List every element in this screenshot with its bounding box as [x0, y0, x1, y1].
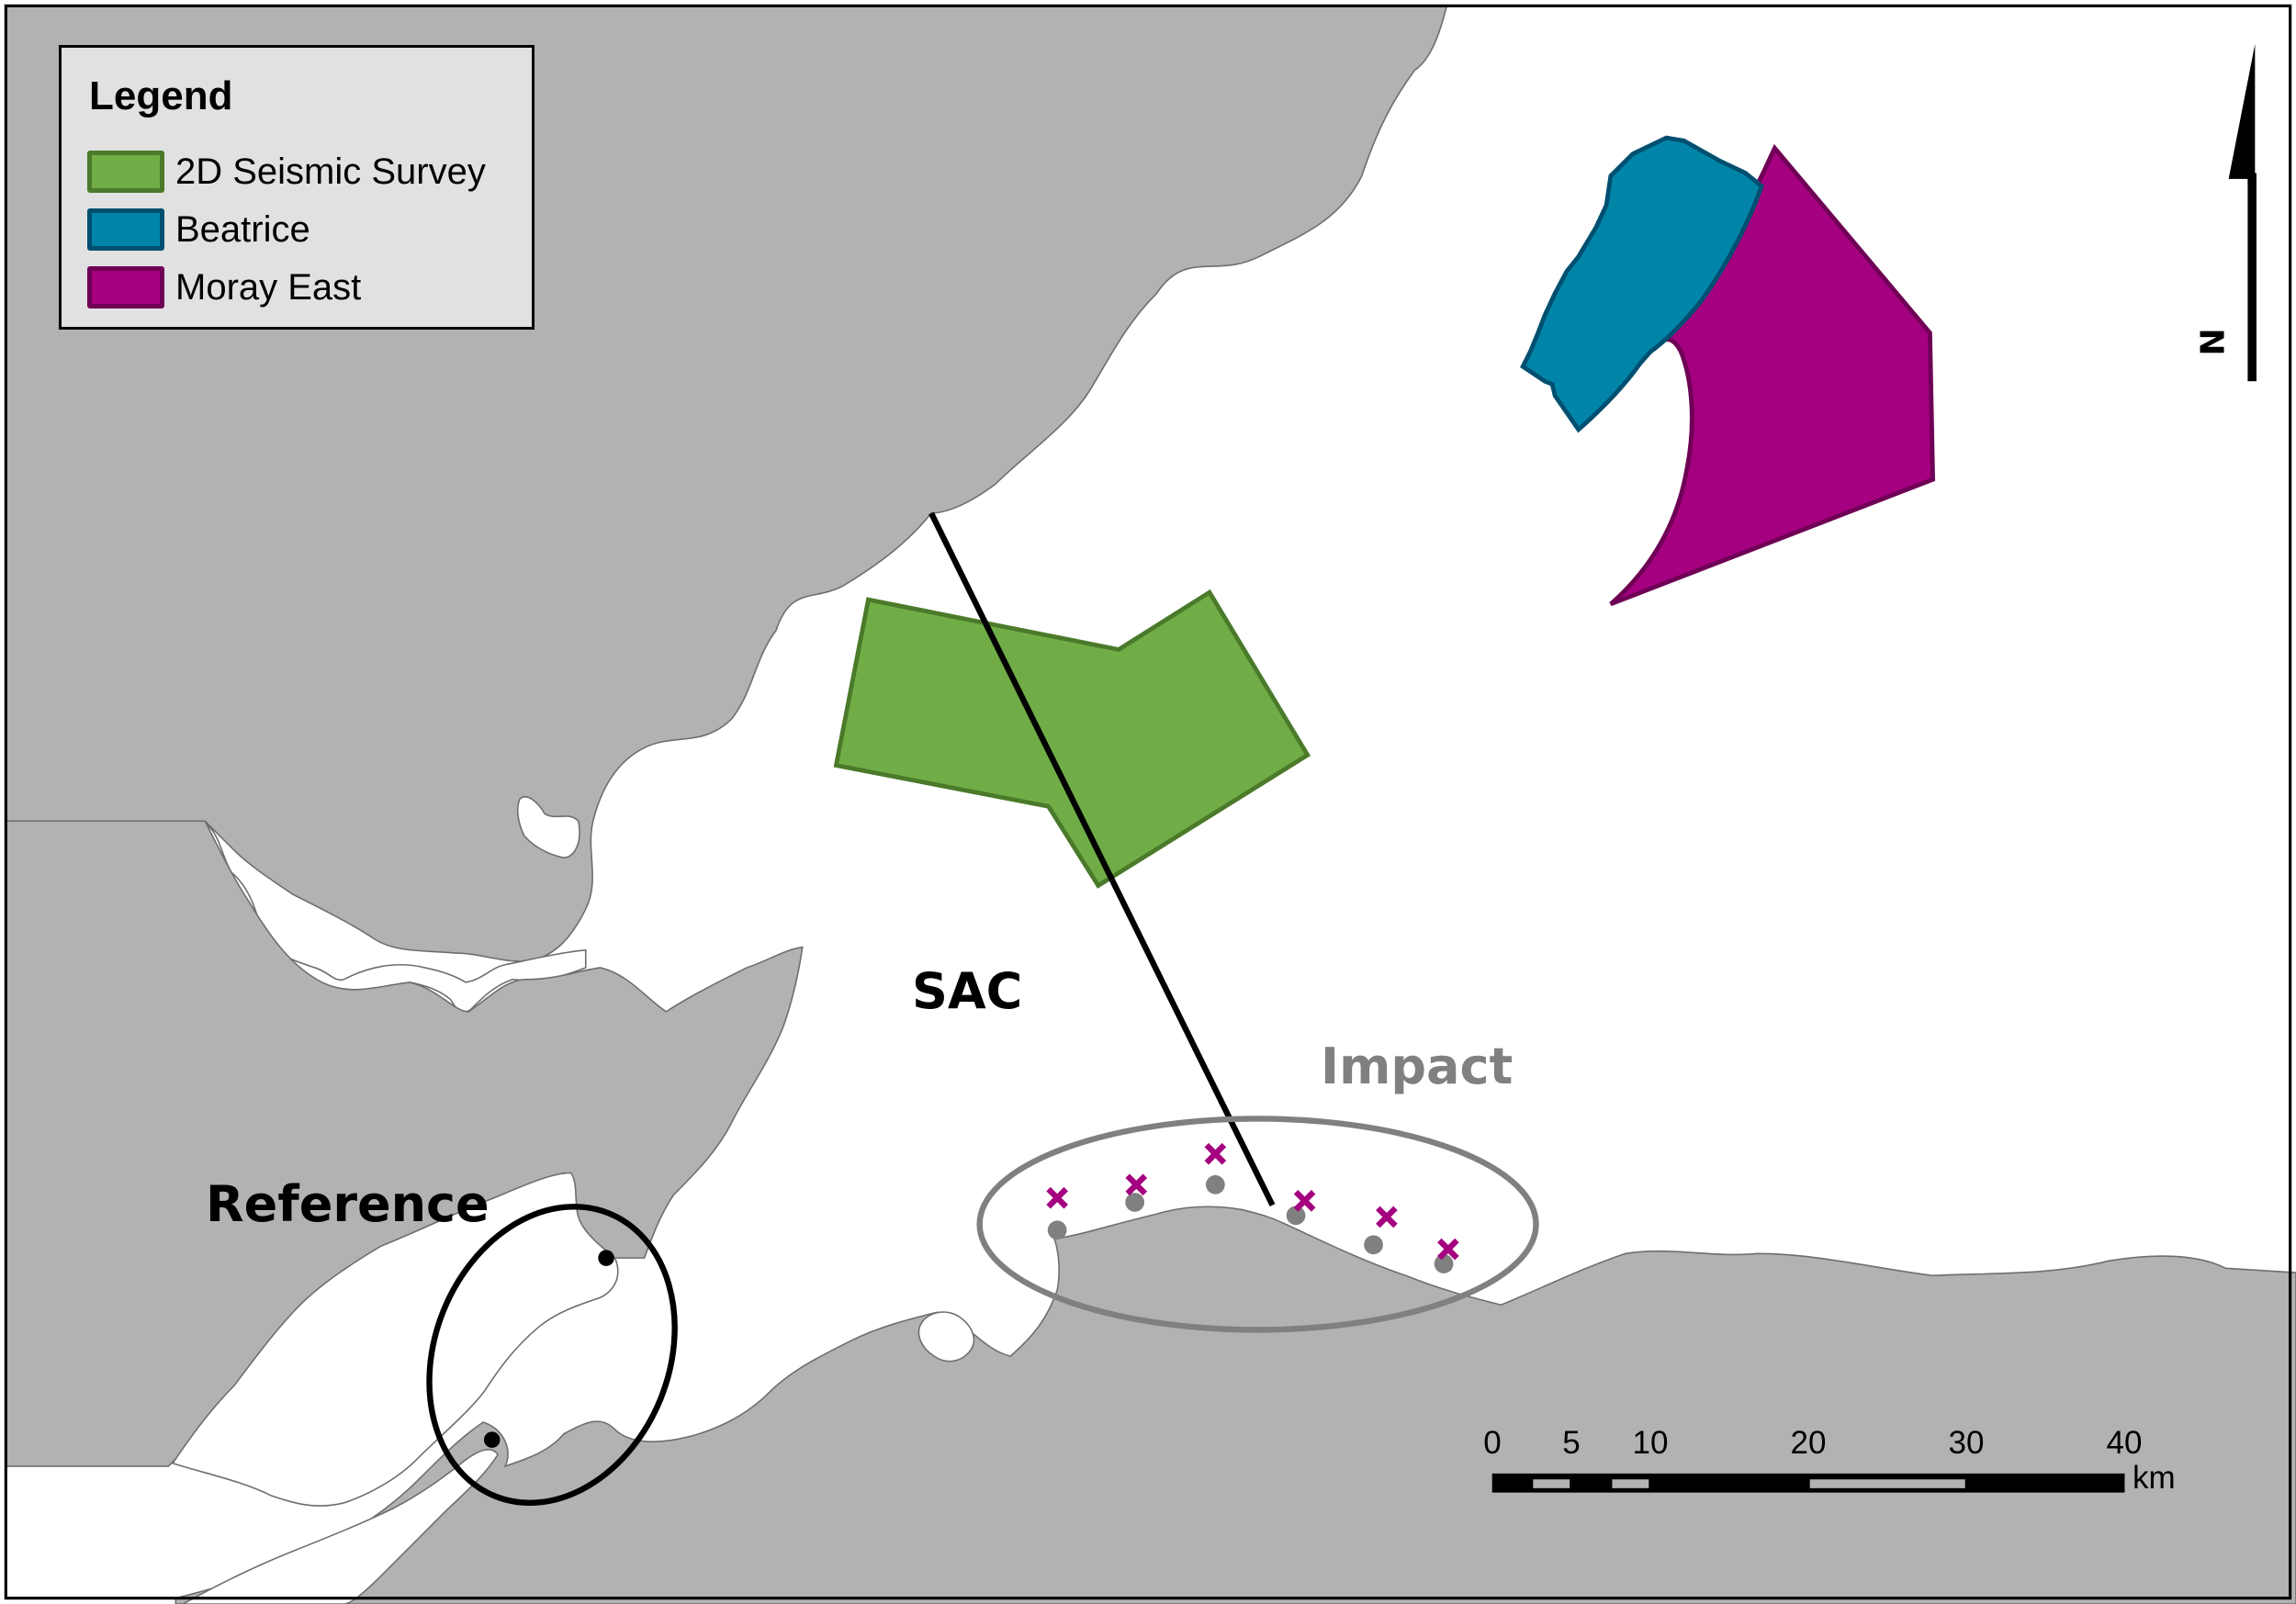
- reference-label: Reference: [206, 1175, 490, 1233]
- map-frame: [4, 4, 2292, 1600]
- north-label: N: [2191, 328, 2230, 356]
- x-marker-icon[interactable]: [1437, 1238, 1459, 1261]
- north-arrow-icon: [2228, 43, 2257, 382]
- beatrice-swatch-icon: [87, 208, 164, 251]
- reference-site-marker[interactable]: [598, 1250, 614, 1266]
- impact-label: Impact: [1321, 1038, 1514, 1095]
- impact-site-marker[interactable]: [1434, 1254, 1454, 1273]
- impact-site-marker[interactable]: [1047, 1220, 1067, 1240]
- x-marker-icon[interactable]: [1376, 1206, 1398, 1228]
- seismic-swatch-icon: [87, 151, 164, 193]
- legend-label: Beatrice: [175, 208, 310, 250]
- scale-tick: 40: [2106, 1425, 2143, 1461]
- impact-ellipse: [976, 1116, 1539, 1333]
- transect-line: [929, 511, 1276, 1207]
- sac-label: SAC: [912, 962, 1023, 1020]
- beatrice-polygon: [1520, 135, 1764, 433]
- moray-east-swatch-icon: [87, 266, 164, 308]
- impact-site-markers: [1047, 1174, 1454, 1273]
- impact-site-marker[interactable]: [1125, 1193, 1145, 1212]
- reference-site-marker[interactable]: [483, 1431, 501, 1448]
- impact-site-marker[interactable]: [1286, 1206, 1306, 1226]
- legend-label: Moray East: [175, 266, 362, 308]
- seismic-survey-polygon: [833, 589, 1311, 889]
- inlet-dornoch: [516, 796, 580, 858]
- loch-ness: [181, 1449, 500, 1604]
- impact-site-marker[interactable]: [1364, 1235, 1383, 1255]
- x-marker-icon[interactable]: [1293, 1190, 1316, 1212]
- scale-tick: 10: [1632, 1425, 1669, 1461]
- legend-item-moray-east: Moray East: [87, 264, 361, 310]
- legend-panel: Legend 2D Seismic Survey Beatrice Moray …: [59, 45, 535, 330]
- legend-item-beatrice: Beatrice: [87, 207, 310, 252]
- x-marker-icon[interactable]: [1204, 1142, 1227, 1165]
- scale-tick: 20: [1790, 1425, 1827, 1461]
- x-marker-icon[interactable]: [1125, 1173, 1148, 1196]
- scale-tick: 30: [1948, 1425, 1985, 1461]
- legend-title: Legend: [89, 73, 233, 118]
- reference-ellipse: [426, 1204, 678, 1506]
- impact-x-markers: [1046, 1142, 1459, 1261]
- scale-unit: km: [2133, 1460, 2176, 1496]
- impact-site-marker[interactable]: [1205, 1174, 1225, 1195]
- x-marker-icon[interactable]: [1046, 1186, 1068, 1209]
- land-south: [174, 1206, 2296, 1604]
- legend-item-seismic-survey: 2D Seismic Survey: [87, 149, 486, 195]
- legend-label: 2D Seismic Survey: [175, 151, 486, 192]
- scale-tick: 5: [1562, 1425, 1581, 1461]
- inlet-findhorn: [917, 1311, 975, 1363]
- scale-tick: 0: [1483, 1425, 1502, 1461]
- scale-bar: [1491, 1473, 2125, 1493]
